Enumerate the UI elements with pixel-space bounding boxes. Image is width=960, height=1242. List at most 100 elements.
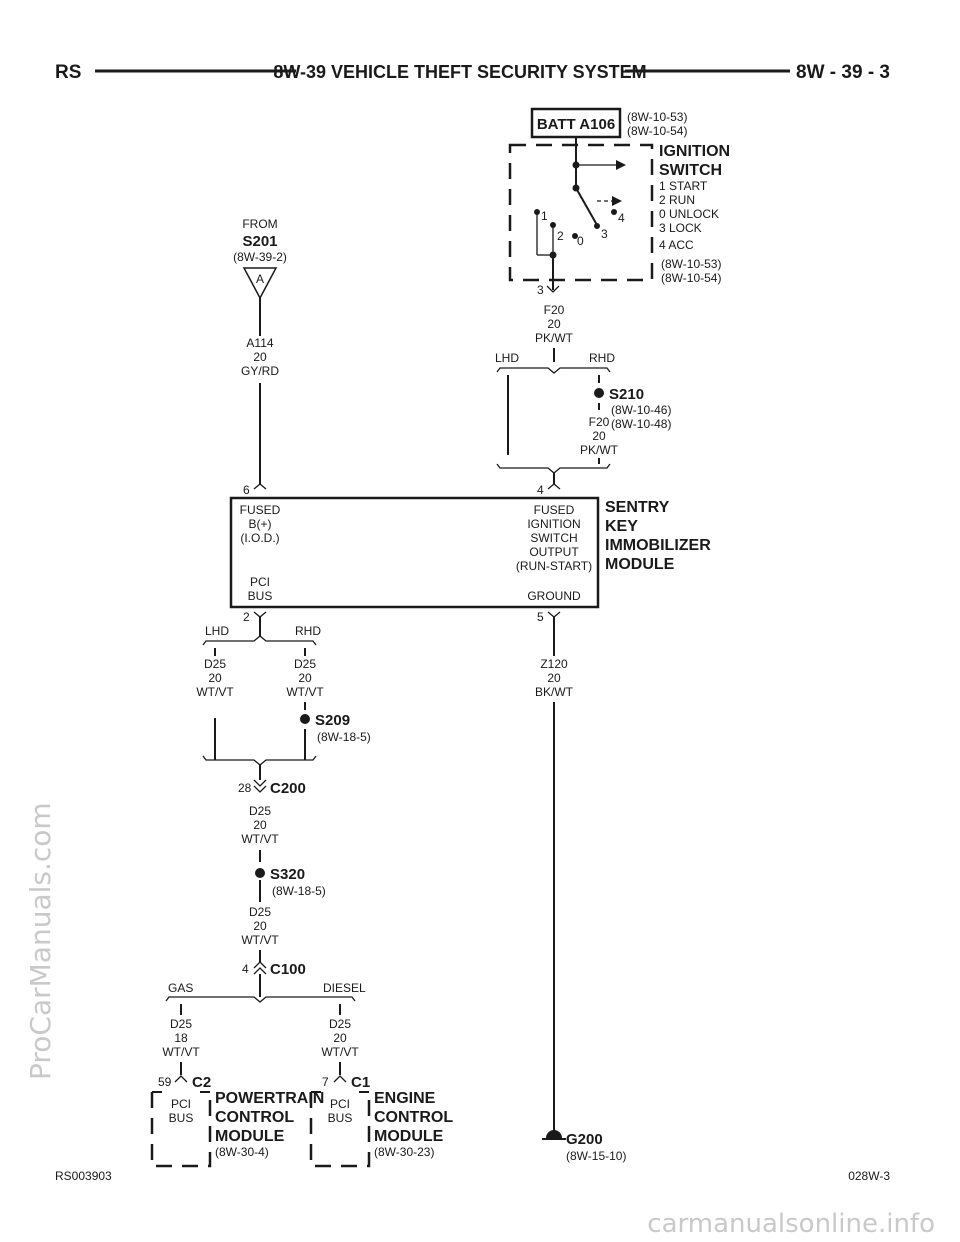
from-s201: FROM S201 (8W-39-2) A A114 20 GY/RD bbox=[233, 217, 287, 485]
ecm-conn: C1 bbox=[351, 1074, 370, 1091]
f20-branch: LHD RHD S210 (8W-10-46) (8W-10-48) F20 2… bbox=[495, 351, 671, 485]
c200-pin: 28 bbox=[238, 781, 252, 795]
pin2-label: 2 bbox=[243, 610, 250, 624]
from-splice: S201 bbox=[242, 233, 277, 250]
pcm-bus-1: PCI bbox=[171, 1097, 191, 1111]
d25-mid1-color: WT/VT bbox=[241, 832, 279, 846]
wire-color: PK/WT bbox=[535, 331, 574, 345]
rhd-label-pci: RHD bbox=[295, 624, 321, 638]
bottom-watermark: carmanualsonline.info bbox=[647, 1209, 935, 1239]
f20-rhd-color: PK/WT bbox=[580, 443, 619, 457]
s320-ref: (8W-18-5) bbox=[272, 884, 326, 898]
rhd-label-top: RHD bbox=[589, 351, 615, 365]
z120-code: Z120 bbox=[540, 657, 568, 671]
ignition-switch-box bbox=[508, 143, 654, 282]
fused-ign-5: (RUN-START) bbox=[516, 559, 592, 573]
c1-connector-icon bbox=[333, 1075, 347, 1083]
d25-gas-color: WT/VT bbox=[162, 1045, 200, 1059]
g200-name: G200 bbox=[566, 1131, 603, 1148]
fused-ign-4: OUTPUT bbox=[529, 545, 579, 559]
branch-bracket-bottom bbox=[496, 463, 611, 474]
c100-connector: 4 C100 GAS DIESEL bbox=[165, 961, 366, 1003]
f20-rhd-gauge: 20 bbox=[592, 429, 606, 443]
a114-gauge: 20 bbox=[253, 350, 267, 364]
ignition-switch: 1 2 0 3 4 3 IGNITION SWITCH 1 START 2 RU… bbox=[508, 137, 730, 297]
pci-bus-2: BUS bbox=[248, 589, 273, 603]
ignition-title-2: SWITCH bbox=[659, 162, 722, 179]
pin4-label: 4 bbox=[537, 483, 544, 497]
from-label: FROM bbox=[242, 217, 277, 231]
ignition-ref2: (8W-10-54) bbox=[661, 271, 721, 285]
ecm-bus-2: BUS bbox=[328, 1111, 353, 1125]
pin5-label: 5 bbox=[537, 610, 544, 624]
g200-ref: (8W-15-10) bbox=[566, 1149, 626, 1163]
pcm-name-3: MODULE bbox=[215, 1128, 285, 1145]
s320-splice-dot bbox=[255, 868, 265, 878]
ignition-pos-run: 2 RUN bbox=[659, 193, 695, 207]
pcm-branch: D25 18 WT/VT 59 C2 PCI BUS POWERTRAIN CO… bbox=[150, 1004, 324, 1168]
gas-diesel-bracket bbox=[165, 996, 356, 1003]
d25-mid1-gauge: 20 bbox=[253, 818, 267, 832]
c100-connector-icon-a bbox=[253, 961, 267, 969]
ignition-title-1: IGNITION bbox=[659, 143, 730, 160]
z120-gauge: 20 bbox=[547, 671, 561, 685]
pcm-box bbox=[150, 1092, 212, 1168]
branch-bracket-top bbox=[496, 367, 611, 374]
d25-lhd-gauge: 20 bbox=[208, 671, 222, 685]
d25-lhd-color: WT/VT bbox=[196, 685, 234, 699]
c2-connector-icon bbox=[174, 1075, 188, 1083]
d25-diesel-color: WT/VT bbox=[321, 1045, 359, 1059]
ground-label: GROUND bbox=[527, 589, 581, 603]
footer-right: 028W-3 bbox=[848, 1169, 890, 1183]
d25-mid2-code: D25 bbox=[249, 905, 271, 919]
header-right: 8W - 39 - 3 bbox=[796, 62, 890, 83]
header-left: RS bbox=[55, 62, 81, 83]
d25-rhd-color: WT/VT bbox=[286, 685, 324, 699]
s209-name: S209 bbox=[315, 712, 350, 729]
fused-ign-2: IGNITION bbox=[527, 517, 580, 531]
pin6-label: 6 bbox=[243, 483, 250, 497]
ignition-pos-start: 1 START bbox=[659, 179, 708, 193]
c200-connector-icon-a bbox=[253, 779, 267, 787]
switch-blade bbox=[575, 187, 598, 226]
diesel-label: DIESEL bbox=[323, 981, 366, 995]
pcm-conn: C2 bbox=[192, 1074, 211, 1091]
lhd-label-pci: LHD bbox=[205, 624, 229, 638]
contact-2-label: 2 bbox=[557, 229, 564, 243]
acc-arrow-icon bbox=[612, 196, 622, 206]
d25-diesel-gauge: 20 bbox=[333, 1031, 347, 1045]
contact-0 bbox=[572, 233, 578, 239]
wire-f20-top: F20 20 PK/WT bbox=[535, 303, 574, 362]
d25-diesel-code: D25 bbox=[329, 1017, 351, 1031]
batt-ref2: (8W-10-54) bbox=[627, 124, 687, 138]
c200-name: C200 bbox=[270, 780, 306, 797]
lhd-label-top: LHD bbox=[495, 351, 519, 365]
fused-ign-3: SWITCH bbox=[530, 531, 577, 545]
header-title: 8W-39 VEHICLE THEFT SECURITY SYSTEM bbox=[273, 62, 646, 82]
ignition-ref1: (8W-10-53) bbox=[661, 257, 721, 271]
d25-mid2-gauge: 20 bbox=[253, 919, 267, 933]
s209-splice-dot bbox=[300, 714, 310, 724]
d25-lhd-code: D25 bbox=[204, 657, 226, 671]
pcm-name-1: POWERTRAIN bbox=[215, 1090, 324, 1107]
ecm-name-2: CONTROL bbox=[374, 1109, 453, 1126]
contact-0-label: 0 bbox=[577, 234, 584, 248]
s210-ref2: (8W-10-48) bbox=[611, 417, 671, 431]
d25-rhd-code: D25 bbox=[294, 657, 316, 671]
pin5-connector-icon bbox=[547, 611, 561, 618]
skim-box bbox=[229, 496, 600, 609]
skim-name-3: IMMOBILIZER bbox=[605, 537, 711, 554]
side-watermark: ProCarManuals.com bbox=[24, 802, 57, 1080]
ecm-ref: (8W-30-23) bbox=[374, 1145, 434, 1159]
ecm-name-3: MODULE bbox=[374, 1128, 444, 1145]
c200-connector-icon-b bbox=[253, 785, 267, 793]
fused-bplus-1: FUSED bbox=[240, 503, 281, 517]
ecm-branch: D25 20 WT/VT 7 C1 PCI BUS ENGINE CONTROL… bbox=[309, 1004, 453, 1168]
pin3-connector-icon bbox=[546, 285, 560, 293]
d25-gas-gauge: 18 bbox=[174, 1031, 188, 1045]
d25-mid1-code: D25 bbox=[249, 804, 271, 818]
a114-code: A114 bbox=[246, 336, 273, 350]
pcm-pin: 59 bbox=[158, 1075, 172, 1089]
ground-icon bbox=[546, 1130, 562, 1138]
